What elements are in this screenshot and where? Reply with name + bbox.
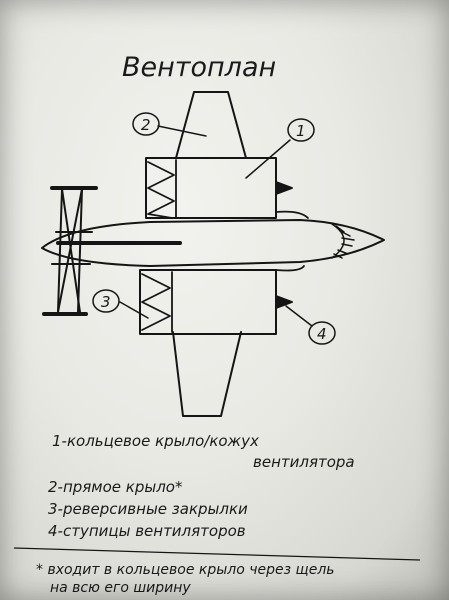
lower-wing — [172, 331, 242, 417]
svg-text:1: 1 — [296, 122, 306, 140]
svg-text:4: 4 — [317, 325, 327, 343]
tail-assembly — [42, 186, 98, 316]
callout-3: 3 — [92, 289, 120, 313]
legend-item-2: 2-прямое крыло* — [48, 478, 183, 496]
legend-item-1-cont: вентилятора — [253, 453, 355, 471]
legend-item-3: 3-реверсивные закрылки — [48, 500, 248, 518]
svg-text:2: 2 — [141, 116, 151, 134]
diagram-title: Вентоплан — [122, 52, 276, 83]
aircraft-drawing — [41, 91, 385, 417]
upper-reverse-flaps — [147, 159, 177, 219]
nose-fan — [331, 223, 355, 259]
callout-1: 1 — [287, 118, 315, 142]
lower-ring-wing — [139, 269, 277, 335]
callout-4: 4 — [308, 321, 336, 345]
legend-item-4: 4-ступицы вентиляторов — [48, 522, 246, 540]
footnote-line-2: на всю его ширину — [50, 580, 191, 596]
footnote-line-1: * входит в кольцевое крыло через щель — [36, 562, 335, 578]
footnote: * входит в кольцевое крыло через щель на… — [36, 562, 335, 596]
svg-text:3: 3 — [101, 293, 111, 311]
upper-fan-hub — [275, 181, 293, 195]
upper-ring-wing — [145, 157, 277, 219]
footnote-divider — [13, 547, 421, 561]
lower-reverse-flaps — [141, 271, 173, 333]
lower-fan-hub — [275, 295, 293, 309]
upper-wing — [175, 91, 247, 159]
legend-item-1: 1-кольцевое крыло/кожух — [52, 432, 259, 450]
legend: 1-кольцевое крыло/кожух вентилятора 2-пр… — [48, 432, 355, 540]
callout-2: 2 — [132, 112, 160, 136]
fuselage — [41, 219, 385, 267]
